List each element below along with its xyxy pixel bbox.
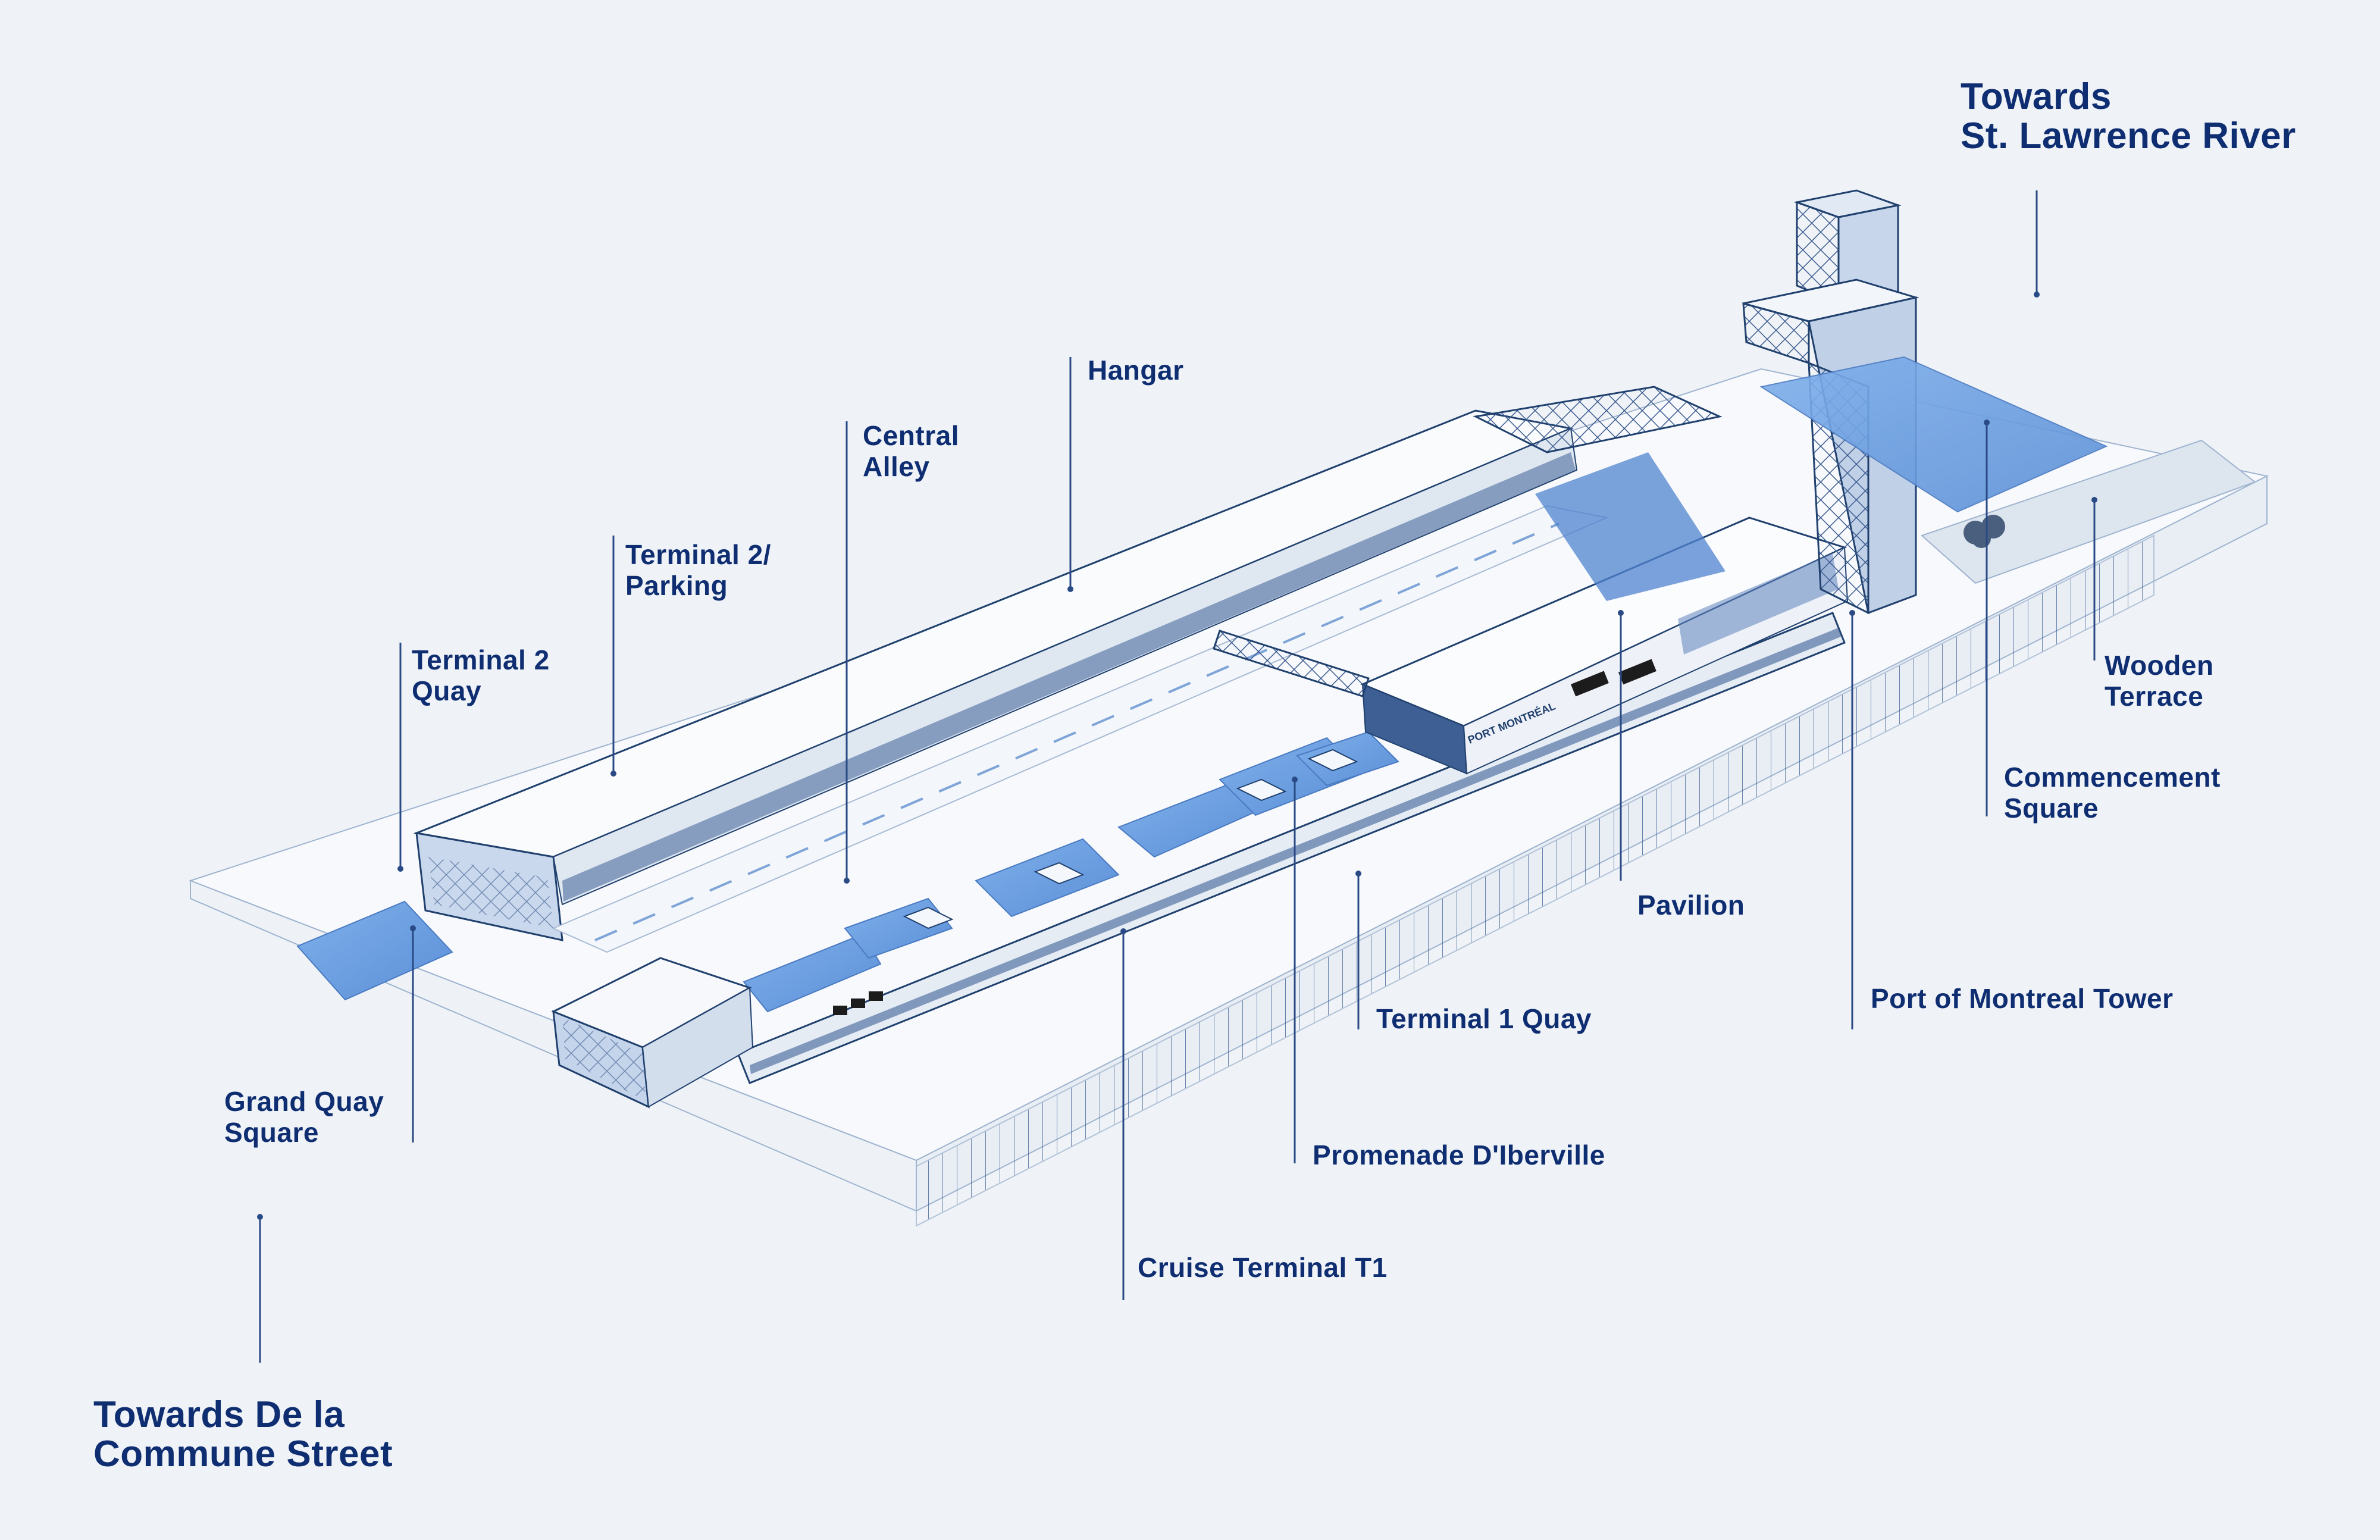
label-hangar: Hangar: [1088, 355, 1184, 386]
label-commencement-square-line2: Square: [2004, 793, 2099, 824]
label-grand-quay-square-line1: Grand Quay: [224, 1086, 384, 1117]
skylights: [903, 749, 1358, 929]
label-towards-street: Towards De la Commune Street: [93, 1395, 393, 1474]
label-towards-river-line2: St. Lawrence River: [1961, 115, 2296, 156]
label-towards-river: Towards St. Lawrence River: [1961, 77, 2296, 156]
grand-quay-pavilion: [551, 957, 754, 1109]
leader-dots: [257, 292, 2097, 1220]
leader-lines: [259, 190, 2096, 1363]
label-terminal2-quay-line2: Quay: [412, 675, 482, 706]
label-terminal2-parking-line1: Terminal 2/: [625, 539, 771, 570]
label-cruise-terminal: Cruise Terminal T1: [1138, 1252, 1388, 1283]
label-terminal2-parking-line2: Parking: [625, 570, 728, 601]
label-pavilion: Pavilion: [1637, 890, 1745, 921]
label-towards-street-line1: Towards De la: [93, 1394, 345, 1435]
label-terminal2-parking: Terminal 2/ Parking: [625, 539, 771, 601]
label-grand-quay-square: Grand Quay Square: [224, 1086, 384, 1148]
label-towards-street-line2: Commune Street: [93, 1433, 393, 1475]
commencement-square-plaza: [1759, 356, 2108, 513]
label-terminal2-quay: Terminal 2 Quay: [412, 644, 550, 706]
label-central-alley-line2: Alley: [863, 451, 930, 482]
label-towards-river-line1: Towards: [1961, 76, 2112, 117]
label-wooden-terrace-line1: Wooden: [2105, 650, 2214, 681]
label-commencement-square: Commencement Square: [2004, 762, 2221, 824]
label-port-tower: Port of Montreal Tower: [1871, 983, 2174, 1014]
tower-shadow: [1535, 452, 1726, 601]
label-wooden-terrace-line2: Terrace: [2105, 681, 2204, 712]
label-commencement-square-line1: Commencement: [2004, 762, 2221, 793]
label-central-alley-line1: Central: [863, 420, 959, 451]
hangar-building: [413, 386, 1723, 941]
label-terminal1-quay: Terminal 1 Quay: [1376, 1003, 1592, 1034]
label-terminal2-quay-line1: Terminal 2: [412, 644, 550, 675]
label-central-alley: Central Alley: [863, 420, 959, 482]
label-promenade: Promenade D'Iberville: [1313, 1140, 1605, 1170]
label-wooden-terrace: Wooden Terrace: [2105, 650, 2214, 712]
pedestrian-bridge: [1213, 630, 1370, 697]
label-grand-quay-square-line2: Square: [224, 1117, 319, 1148]
